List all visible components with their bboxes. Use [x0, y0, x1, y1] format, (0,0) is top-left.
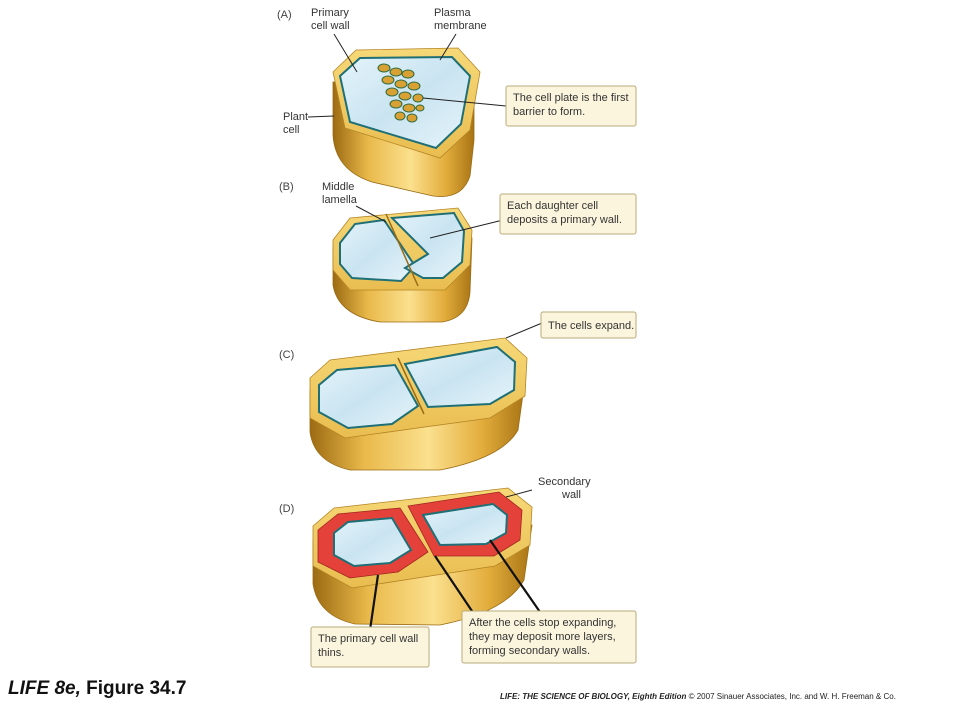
panel-d-tag: (D) — [279, 503, 294, 515]
leader-middle-lamella — [355, 205, 387, 223]
label-plant-cell: Plant cell — [283, 111, 311, 136]
cell-plate-vesicles — [377, 63, 425, 123]
svg-text:The primary cell wall: The primary cell wall thins. — [318, 633, 421, 659]
panel-b: (B) Middle lamella Each daughter cell de… — [279, 181, 637, 323]
cytoplasm-d-right — [421, 502, 509, 547]
leader-cell-plate — [422, 97, 507, 107]
label-secondary-wall: Secondary wall — [538, 476, 594, 501]
leader-plasma-membrane — [439, 33, 457, 61]
leader-primary-wall — [429, 219, 504, 239]
panel-a: (A) — [277, 7, 637, 197]
svg-text:Each daughter cell dep: Each daughter cell deposits a primary wa… — [507, 200, 622, 226]
callout-cells-expand: The cells expand. — [540, 311, 637, 339]
panel-b-tag: (B) — [279, 181, 294, 193]
cell-c-illustration — [309, 337, 528, 471]
panel-d: (D) Secondary wall The primary cell wall… — [279, 476, 637, 668]
cytoplasm-c-left — [318, 363, 420, 430]
cell-d-illustration — [312, 487, 533, 626]
cytoplasm-d-left — [333, 516, 413, 568]
leader-after-expanding-2 — [489, 539, 541, 613]
cytoplasm-c-right — [403, 345, 517, 409]
panel-a-tag: (A) — [277, 9, 292, 21]
panel-c-tag: (C) — [279, 349, 294, 361]
callout-cell-plate: The cell plate is the first barrier to f… — [505, 85, 637, 127]
middle-lamella-c — [397, 357, 425, 415]
middle-lamella-line — [385, 213, 419, 287]
callout-primary-thins: The primary cell wall thins. — [310, 626, 430, 668]
cytoplasm-b-left — [339, 218, 417, 283]
panel-c: (C) The cells expand. — [279, 311, 637, 471]
credit-rest: © 2007 Sinauer Associates, Inc. and W. H… — [688, 692, 896, 701]
credit-title: LIFE: THE SCIENCE OF BIOLOGY, Eighth Edi… — [500, 692, 687, 701]
callout-after-expanding: After the cells stop expanding, they may… — [461, 610, 637, 664]
leader-after-expanding-1 — [434, 555, 475, 615]
caption-book: LIFE 8e, — [8, 678, 81, 699]
leader-secondary-wall — [505, 489, 533, 498]
label-primary-cell-wall: Primary cell wall — [311, 7, 352, 32]
cell-a-illustration — [332, 47, 481, 197]
leader-cells-expand — [505, 322, 543, 339]
leader-plant-cell — [307, 115, 335, 118]
svg-text:The cell plate is the first: The cell plate is the first barrier to f… — [513, 92, 632, 118]
copyright-credit: LIFE: THE SCIENCE OF BIOLOGY, Eighth Edi… — [500, 692, 896, 701]
callout-primary-wall: Each daughter cell deposits a primary wa… — [499, 193, 637, 235]
svg-text:The cells expand.: The cells expand. — [548, 320, 634, 332]
leader-primary-cell-wall — [333, 33, 358, 73]
cytoplasm-a — [338, 55, 472, 150]
cytoplasm-b-right — [389, 211, 466, 279]
caption-figure: Figure 34.7 — [86, 678, 187, 699]
label-middle-lamella: Middle lamella — [322, 181, 358, 206]
label-plasma-membrane: Plasma membrane — [434, 7, 487, 32]
figure-caption: LIFE 8e, Figure 34.7 — [8, 678, 186, 700]
cell-b-illustration — [332, 207, 473, 323]
svg-text:After the cells stop expanding: After the cells stop expanding, they may… — [469, 617, 619, 657]
leader-primary-thins — [368, 574, 380, 631]
